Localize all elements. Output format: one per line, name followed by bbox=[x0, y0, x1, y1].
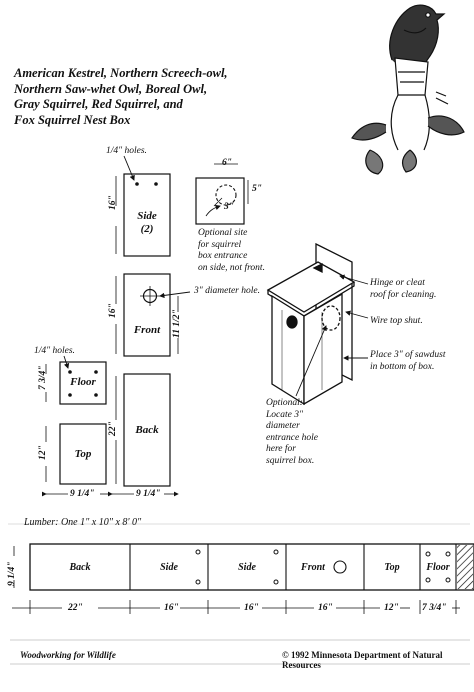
front-panel bbox=[123, 273, 171, 357]
wire-note: Wire top shut. bbox=[370, 316, 423, 326]
back-panel-label: Back bbox=[135, 424, 159, 436]
front-height-label: 11 1/2" bbox=[172, 309, 182, 338]
note-line: Locate 3" bbox=[266, 409, 303, 420]
optional-width-label: 6" bbox=[222, 158, 233, 168]
top-width-label: 9 1/4" bbox=[70, 489, 95, 499]
note-line: entrance hole bbox=[266, 432, 318, 443]
lumber-board bbox=[29, 543, 474, 591]
board-len-side: 16" bbox=[164, 603, 179, 613]
floor-holes-label: 1/4" holes. bbox=[34, 346, 75, 356]
floor-panel bbox=[59, 361, 107, 405]
side-count-label: (2) bbox=[140, 223, 154, 235]
board-seg-top: Top bbox=[384, 562, 400, 573]
optional-hole bbox=[215, 184, 237, 206]
side-panel-label: Side (2) bbox=[124, 210, 170, 236]
back-width-label: 9 1/4" bbox=[136, 489, 161, 499]
side-panel bbox=[123, 173, 171, 257]
note-line: in bottom of box. bbox=[370, 361, 435, 372]
board-len-front: 16" bbox=[318, 603, 333, 613]
board-len-side: 16" bbox=[244, 603, 259, 613]
note-line: Optional: bbox=[266, 398, 303, 408]
optional-site-panel bbox=[195, 177, 245, 225]
note-line: squirrel box. bbox=[266, 455, 315, 466]
board-height-label: 9 1/4" bbox=[7, 561, 17, 586]
top-length-label: 12" bbox=[38, 445, 48, 460]
diameter-hole-note: 3" diameter hole. bbox=[194, 286, 260, 296]
title-line: Gray Squirrel, Red Squirrel, and bbox=[14, 97, 183, 111]
back-length-label: 22" bbox=[108, 421, 118, 436]
title-line: Fox Squirrel Nest Box bbox=[14, 112, 131, 127]
note-line: roof for cleaning. bbox=[370, 289, 437, 300]
floor-panel-label: Floor bbox=[70, 376, 96, 388]
lumber-label: Lumber: One 1" x 10" x 8' 0" bbox=[24, 517, 142, 528]
hinge-note: Hinge or cleat roof for cleaning. bbox=[370, 278, 436, 301]
assembled-nest-box bbox=[266, 242, 356, 406]
note-line: diameter bbox=[266, 421, 300, 431]
optional-locate-note: Optional: Locate 3" diameter entrance ho… bbox=[266, 398, 318, 467]
back-panel bbox=[123, 373, 171, 487]
board-len-back: 22" bbox=[68, 603, 83, 613]
footer-series-title: Woodworking for Wildlife bbox=[20, 650, 116, 660]
note-line: Hinge or cleat bbox=[370, 278, 425, 288]
waste-offcut bbox=[457, 545, 473, 589]
top-panel bbox=[59, 423, 107, 485]
title-line: American Kestrel, Northern Screech-owl, bbox=[14, 66, 228, 80]
side-length-label: 16" bbox=[108, 195, 118, 210]
board-entrance-hole bbox=[333, 560, 347, 574]
quarter-holes-label: 1/4" holes. bbox=[106, 146, 147, 156]
note-line: on side, not front. bbox=[198, 262, 265, 273]
front-length-label: 16" bbox=[108, 303, 118, 318]
board-seg-floor: Floor bbox=[426, 562, 450, 573]
sawdust-note: Place 3" of sawdust in bottom of box. bbox=[370, 350, 446, 373]
optional-site-note: Optional site for squirrel box entrance … bbox=[198, 228, 265, 274]
optional-hole-label: 3" bbox=[224, 202, 235, 212]
floor-height-label: 7 3/4" bbox=[38, 365, 48, 390]
note-line: for squirrel bbox=[198, 239, 242, 250]
diagram-title: American Kestrel, Northern Screech-owl, … bbox=[14, 66, 254, 128]
note-line: here for bbox=[266, 444, 296, 454]
footer-copyright: © 1992 Minnesota Department of Natural R… bbox=[282, 650, 443, 670]
kestrel-illustration bbox=[351, 4, 465, 175]
optional-height-label: 5" bbox=[252, 184, 263, 194]
side-label: Side bbox=[137, 210, 157, 222]
board-seg-front: Front bbox=[301, 562, 325, 573]
board-seg-side: Side bbox=[238, 562, 256, 573]
board-seg-side: Side bbox=[160, 562, 178, 573]
front-panel-label: Front bbox=[133, 324, 161, 336]
board-len-floor: 7 3/4" bbox=[422, 603, 447, 613]
note-line: Optional site bbox=[198, 228, 248, 238]
board-len-top: 12" bbox=[384, 603, 399, 613]
side-vent-hole bbox=[135, 182, 139, 186]
side-vent-hole bbox=[154, 182, 158, 186]
board-seg-back: Back bbox=[69, 562, 91, 573]
note-line: Place 3" of sawdust bbox=[370, 350, 446, 360]
top-panel-label: Top bbox=[74, 448, 92, 460]
title-line: Northern Saw-whet Owl, Boreal Owl, bbox=[14, 81, 208, 96]
note-line: box entrance bbox=[198, 251, 248, 261]
